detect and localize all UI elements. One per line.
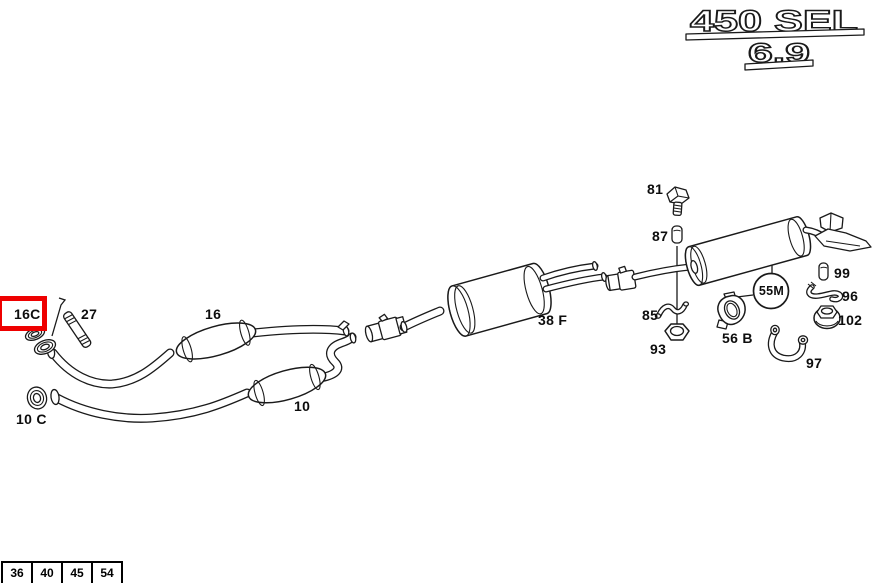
center-muffler-38f-drawing: [447, 262, 552, 337]
bracket-85-drawing: [654, 301, 690, 319]
gasket-rings-16c-drawing: [24, 327, 57, 355]
part-label-85[interactable]: 85: [642, 307, 659, 323]
part-label-87[interactable]: 87: [652, 228, 669, 244]
part-label-99[interactable]: 99: [834, 265, 851, 281]
seal-ring-10c-drawing: [26, 386, 48, 410]
rear-connector-sleeve-drawing: [605, 263, 694, 292]
nut-93-drawing: [664, 323, 690, 341]
center-muffler-outlet-pipes-drawing: [539, 261, 608, 293]
part-label-93[interactable]: 93: [650, 341, 667, 357]
badge-underline-top: [685, 28, 865, 41]
resonator-16-drawing: [175, 319, 257, 363]
stud-27-drawing: [62, 311, 92, 348]
part-label-10[interactable]: 10: [294, 398, 311, 414]
model-badge: 450 SEL 6.9: [685, 4, 865, 71]
mount-56b-drawing: [716, 291, 746, 330]
hook-96-drawing: [806, 281, 844, 303]
footnote-table: 36 40 45 54: [1, 561, 123, 583]
footnote-cell[interactable]: 45: [61, 563, 91, 583]
part-label-97[interactable]: 97: [806, 355, 823, 371]
part-label-81[interactable]: 81: [647, 181, 664, 197]
footnote-cell[interactable]: 36: [1, 563, 31, 583]
highlight-box-16c: 16C: [0, 296, 47, 331]
part-label-27[interactable]: 27: [81, 306, 98, 322]
connector-sleeve-front-drawing: [364, 306, 445, 343]
part-label-102[interactable]: 102: [838, 312, 863, 328]
rear-muffler-drawing: [684, 212, 872, 287]
hanger-81-drawing: [666, 186, 690, 217]
part-label-16[interactable]: 16: [205, 306, 222, 322]
buffer-99-drawing: [818, 262, 829, 281]
resonator-10-drawing: [247, 363, 327, 407]
callout-circle-55m[interactable]: [752, 272, 790, 310]
part-label-16c[interactable]: 16C: [14, 305, 41, 322]
part-label-55m[interactable]: 55M: [758, 284, 785, 298]
front-upper-downpipe-drawing: [46, 320, 350, 389]
footnote-cell[interactable]: 40: [31, 563, 61, 583]
part-label-96[interactable]: 96: [842, 288, 859, 304]
front-lower-downpipe-drawing: [50, 332, 357, 423]
part-label-56b[interactable]: 56 B: [722, 330, 753, 346]
footnote-cell[interactable]: 54: [91, 563, 123, 583]
part-label-10c[interactable]: 10 C: [16, 411, 47, 427]
buffer-87-drawing: [671, 225, 683, 244]
hanger-97-drawing: [767, 324, 809, 363]
nut-102-drawing: [813, 305, 841, 330]
part-label-38f[interactable]: 38 F: [538, 312, 568, 328]
badge-underline-bottom: [744, 59, 814, 71]
